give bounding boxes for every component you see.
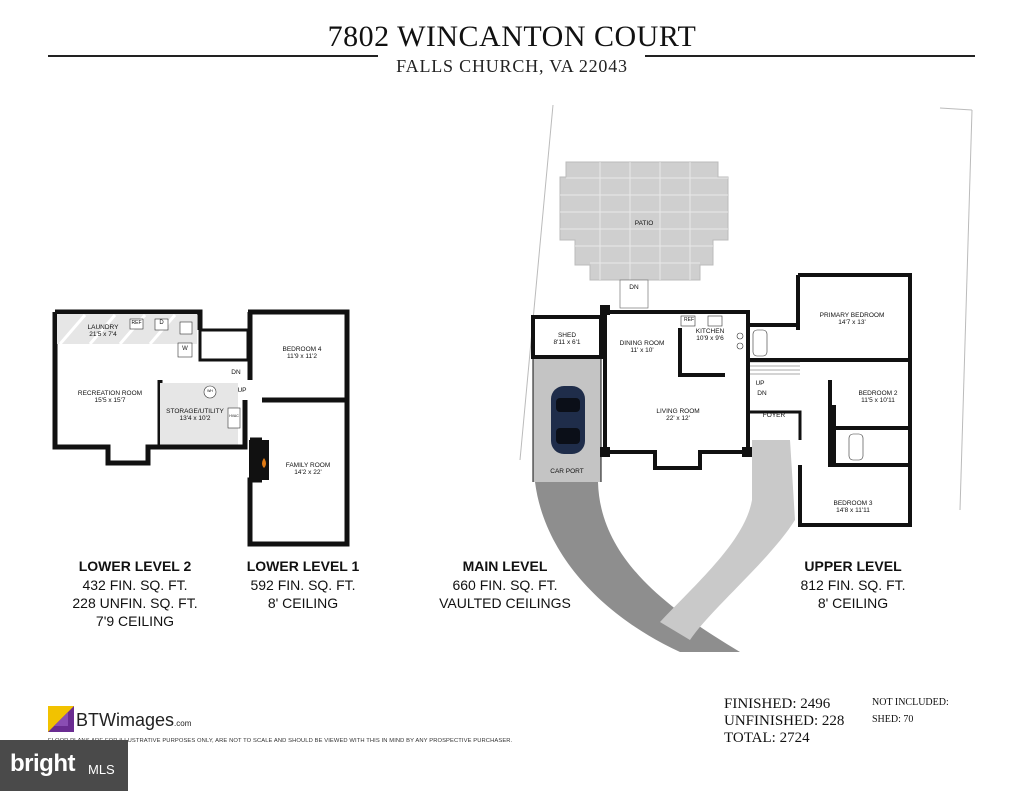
fireplace-flame-icon (262, 458, 266, 468)
carport-label: CAR PORT (550, 468, 584, 475)
bright-wordmark: bright (10, 750, 75, 777)
hvac-mark: HVAC (229, 414, 239, 418)
stairs (750, 361, 800, 375)
main-up-mark: UP (755, 380, 765, 387)
dryer-box (154, 318, 169, 331)
level-main: MAIN LEVEL 660 FIN. SQ. FT. VAULTED CEIL… (439, 558, 571, 611)
kitchen-ref-box (680, 315, 696, 327)
walkway (660, 440, 795, 640)
lot-line-top (939, 107, 973, 111)
lower-up-mark: UP (237, 387, 247, 394)
water-heater (203, 385, 217, 399)
hall-bathtub (848, 433, 864, 461)
bath-walls (198, 328, 250, 362)
patio (559, 161, 729, 281)
level-upper: UPPER LEVEL 812 FIN. SQ. FT. 8' CEILING (800, 558, 906, 611)
washer-mark: W (182, 346, 188, 352)
patio-label: PATIO (634, 220, 654, 227)
storage-floor (160, 383, 238, 447)
lot-line-left (519, 104, 554, 461)
laundry-sink (179, 321, 193, 335)
grand-total: TOTAL: 2724 (724, 730, 810, 746)
kitchen-ref-mark: REF (684, 317, 694, 323)
main-corner-se (742, 447, 752, 457)
btw-logo-icon (48, 706, 74, 732)
lot-line-right (959, 109, 973, 511)
hvac-box (227, 407, 241, 429)
laundry-ref-mark: REF (131, 320, 142, 326)
laundry-ref-box (129, 318, 144, 330)
btw-logo-wordmark: BTWimages.com (76, 710, 192, 730)
washer-box (177, 342, 193, 358)
driveway (535, 482, 740, 652)
kitchen-sink (707, 315, 723, 327)
patio-dn-mark: DN (629, 284, 639, 291)
shed-not-included: SHED: 70 (872, 714, 914, 725)
not-included-label: NOT INCLUDED: (872, 697, 949, 708)
patio-steps (619, 279, 649, 309)
fireplace (249, 440, 269, 480)
lower-dn-mark: DN (231, 369, 241, 376)
main-corner-nw (600, 305, 610, 315)
storage-walls (160, 400, 248, 450)
water-heater-mark: WH (207, 389, 213, 393)
square-footage-totals: FINISHED: 2496 UNFINISHED: 228 TOTAL: 27… (724, 696, 844, 747)
not-included-block: NOT INCLUDED: SHED: 70 (872, 694, 949, 728)
car-icon (551, 386, 585, 454)
upper-chase (828, 405, 836, 465)
header-rule-right (645, 55, 975, 57)
upper-level-walls (748, 273, 912, 527)
dryer-mark: D (159, 320, 164, 326)
address-title: 7802 WINCANTON COURT (327, 20, 697, 53)
floor-plan-disclaimer: FLOOR PLANS ARE FOR ILLUSTRATIVE PURPOSE… (48, 738, 513, 744)
foyer-label: FOYER (762, 412, 786, 419)
finished-total: FINISHED: 2496 (724, 696, 831, 712)
mls-wordmark: MLS (88, 762, 115, 777)
header-rule-left (48, 55, 378, 57)
patio-pavers (560, 162, 728, 280)
upper-bathtub (752, 329, 768, 357)
main-corner-sw (600, 447, 610, 457)
level-lower-2: LOWER LEVEL 2 432 FIN. SQ. FT. 228 UNFIN… (72, 558, 198, 629)
bright-mls-badge: bright MLS (0, 740, 128, 791)
main-dn-mark: DN (757, 390, 767, 397)
stove (736, 332, 744, 350)
unfinished-total: UNFINISHED: 228 (724, 713, 845, 729)
level-lower-1: LOWER LEVEL 1 592 FIN. SQ. FT. 8' CEILIN… (246, 558, 360, 611)
city-subtitle: FALLS CHURCH, VA 22043 (396, 56, 628, 76)
foyer-walls (748, 410, 802, 440)
